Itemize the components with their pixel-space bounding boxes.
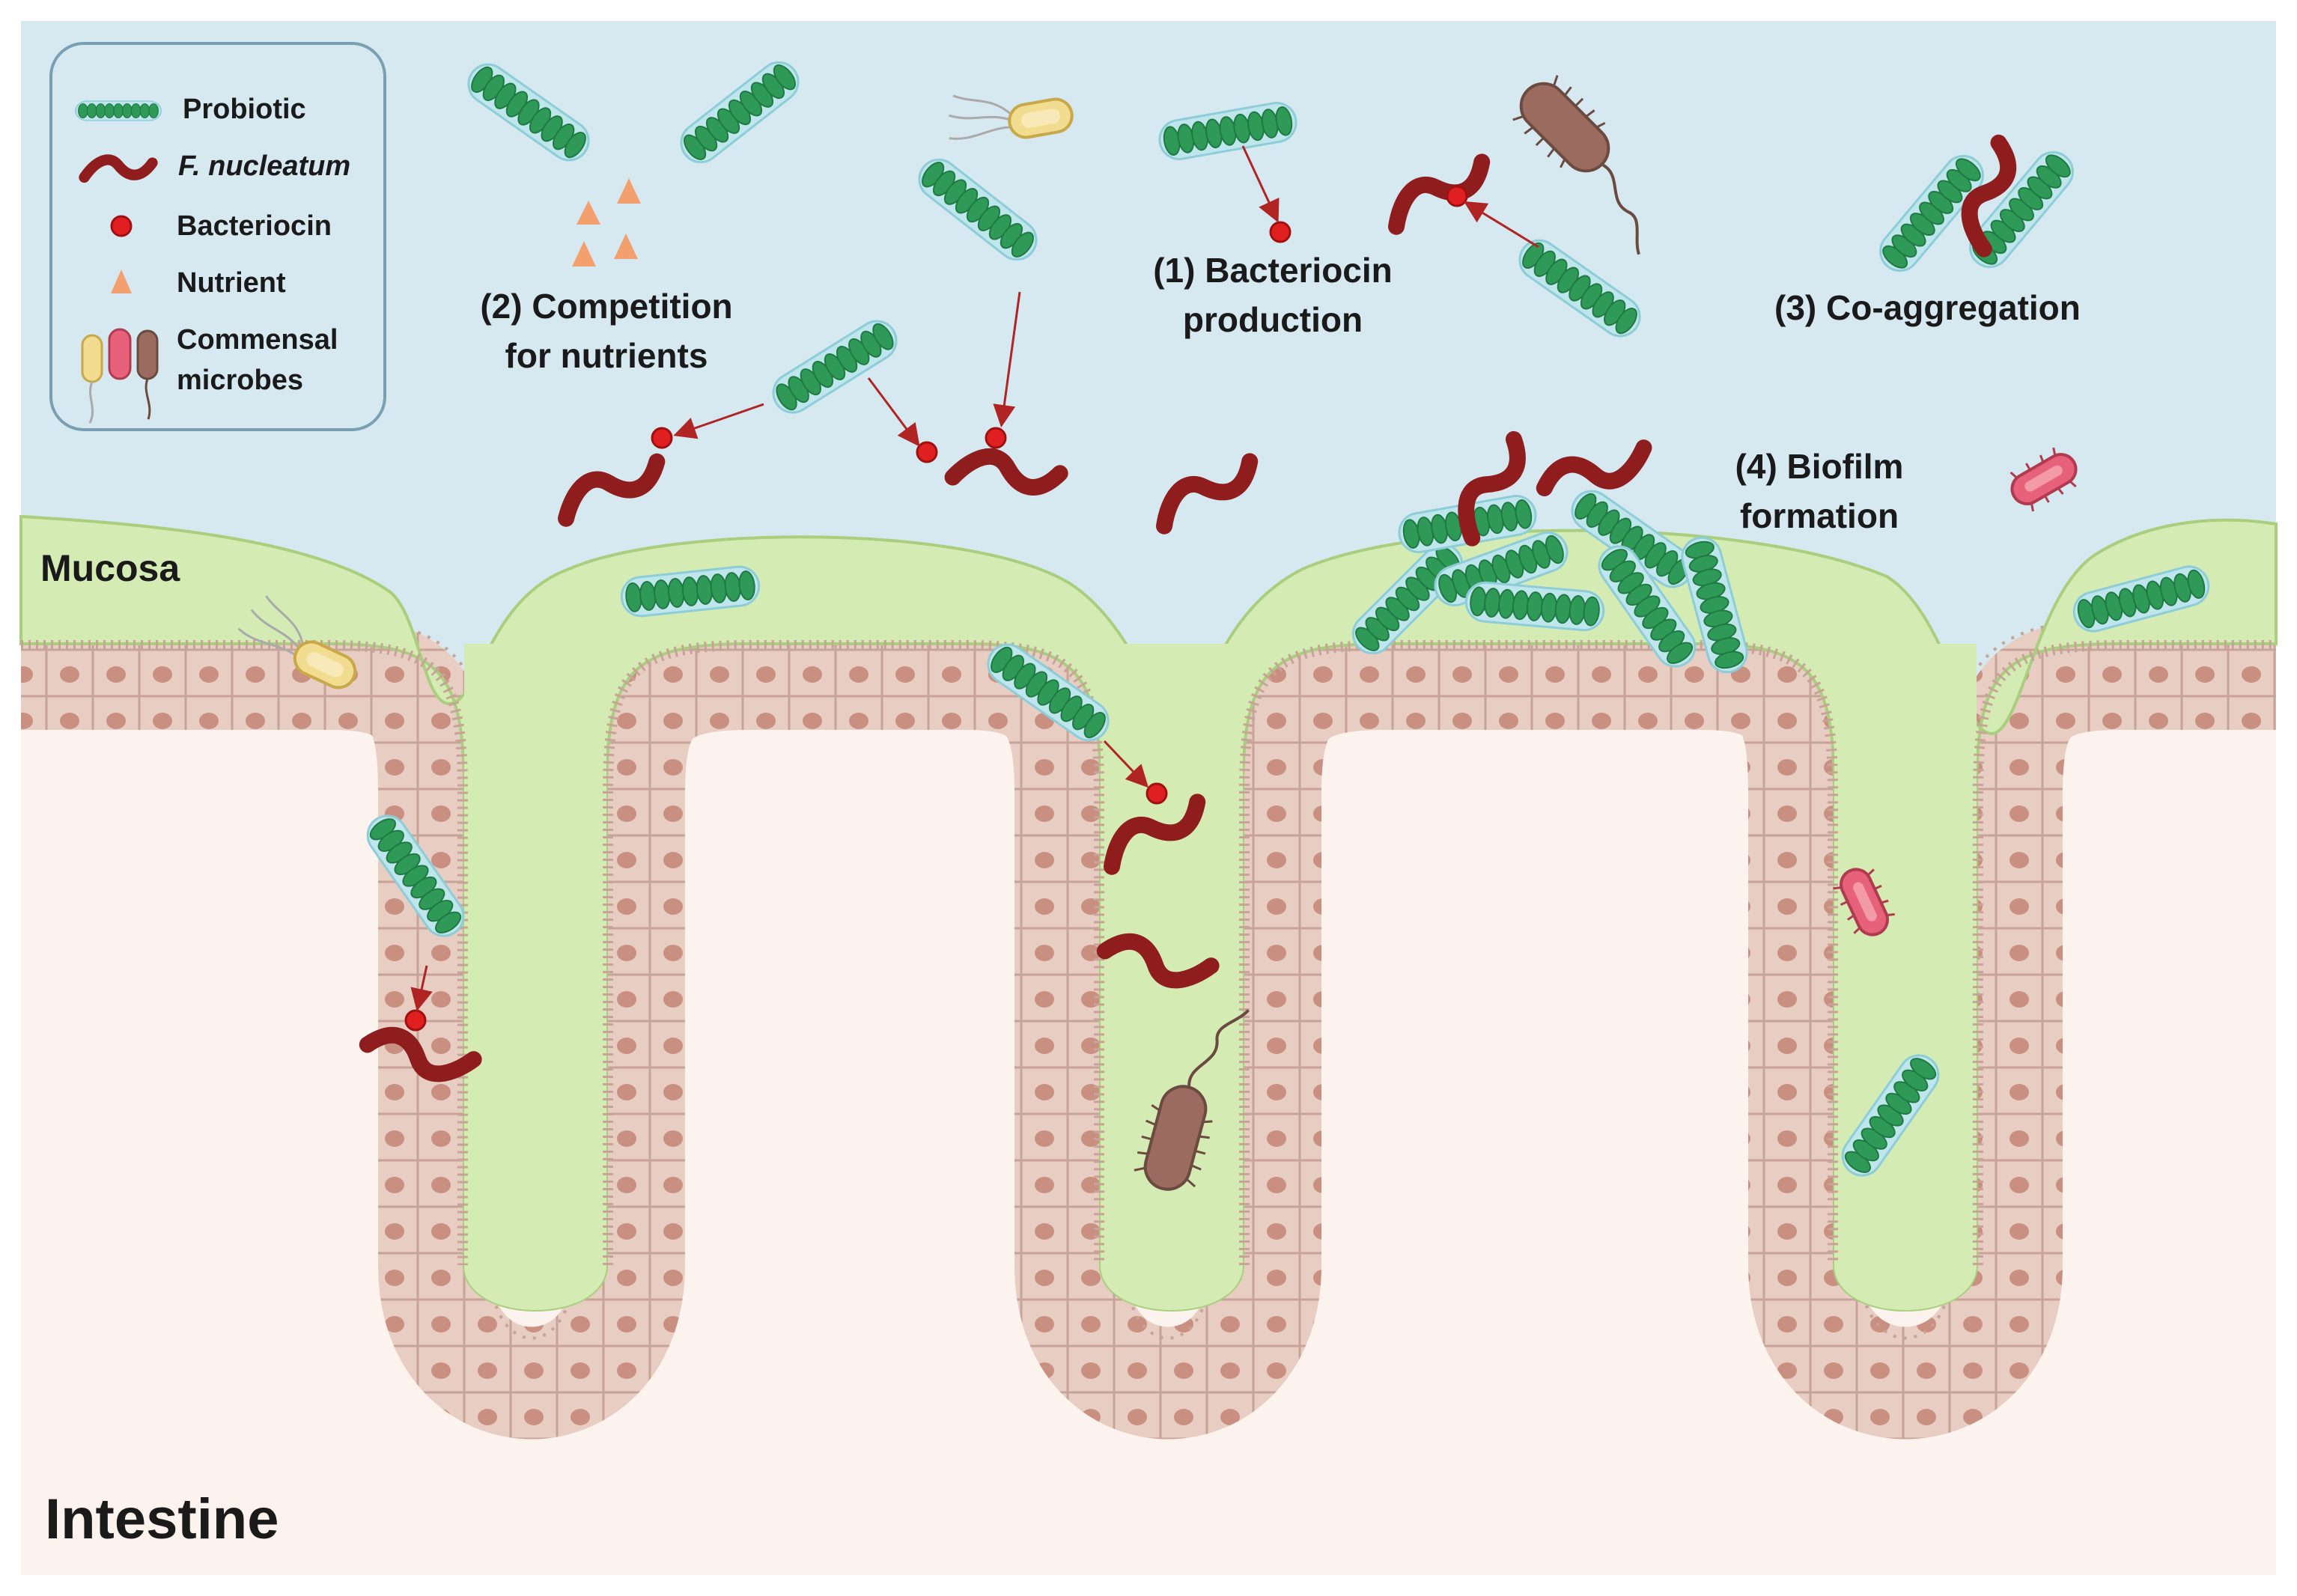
label-bacteriocin-line2: production	[1182, 300, 1363, 339]
label-competition-line2: for nutrients	[505, 336, 708, 375]
label-biofilm-line1: (4) Biofilm	[1735, 447, 1904, 486]
arrows	[410, 145, 1539, 1011]
epithelium	[21, 618, 2276, 1440]
legend-commensal-icon	[81, 328, 159, 424]
nutrient-cluster	[572, 178, 641, 266]
legend-box	[49, 42, 386, 431]
legend-commensal-label: Commensal microbes	[177, 323, 338, 397]
label-bacteriocin-production: (1) Bacteriocin production	[1123, 246, 1423, 344]
legend-nutrient-icon	[111, 269, 132, 293]
label-mucosa: Mucosa	[40, 547, 180, 589]
bacteriocin	[985, 427, 1007, 449]
nutrient-triangle	[572, 241, 596, 266]
legend-probiotic-icon	[75, 100, 162, 121]
nutrient-triangle	[614, 234, 638, 259]
label-biofilm: (4) Biofilm formation	[1692, 442, 1947, 540]
lumen-background	[21, 21, 2276, 695]
label-bacteriocin-line1: (1) Bacteriocin	[1153, 251, 1393, 290]
nutrient-triangle	[617, 178, 641, 204]
bacteriocin	[916, 441, 938, 463]
bacteriocin	[1269, 221, 1292, 243]
label-biofilm-line2: formation	[1739, 496, 1899, 535]
label-coaggregation: (3) Co-aggregation	[1774, 288, 2081, 327]
label-competition-line1: (2) Competition	[480, 287, 733, 326]
legend-bacteriocin-label: Bacteriocin	[177, 210, 332, 242]
label-intestine: Intestine	[45, 1487, 279, 1551]
legend-probiotic-label: Probiotic	[183, 94, 306, 125]
legend-commensal-line1: Commensal	[177, 324, 338, 356]
bacteriocin-dots	[404, 185, 1468, 1032]
bacteriocin	[404, 1009, 427, 1032]
nutrient-triangle	[576, 201, 600, 225]
legend-nutrient-label: Nutrient	[177, 267, 286, 299]
bacteriocin	[1146, 782, 1168, 805]
label-competition: (2) Competition for nutrients	[457, 281, 756, 380]
bacteriocin	[1446, 185, 1468, 207]
legend-bacteriocin-icon	[110, 215, 133, 237]
bacteriocin	[651, 427, 673, 449]
legend-commensal-line2: microbes	[177, 365, 303, 396]
legend-fnucleatum-label: F. nucleatum	[178, 150, 351, 182]
